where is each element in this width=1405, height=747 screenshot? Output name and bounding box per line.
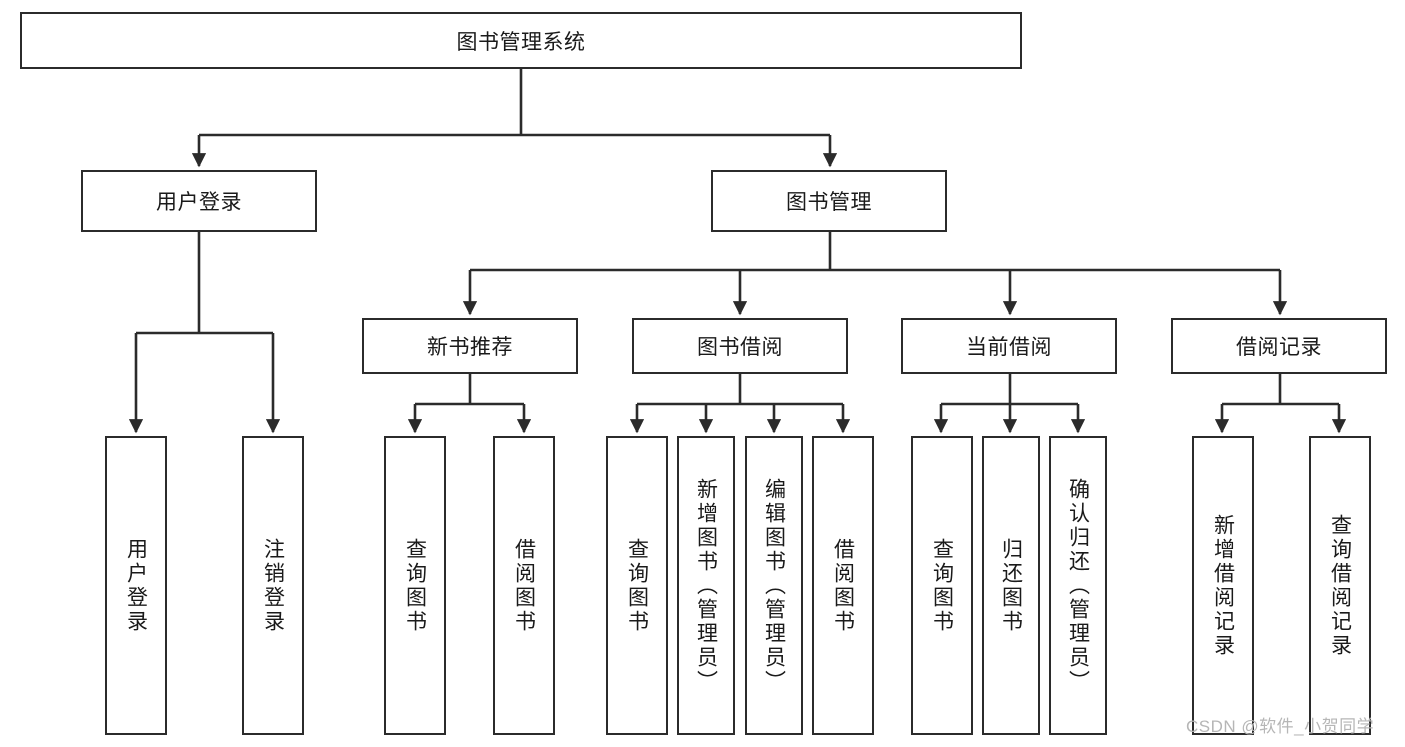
node-book-management-label: 图书管理 xyxy=(786,191,872,214)
node-new-book-recommend-label: 新书推荐 xyxy=(427,336,513,359)
node-leaf-query-book-2[interactable]: 查询图书 xyxy=(606,436,668,735)
node-leaf-query-book-3-label: 查询图书 xyxy=(930,537,954,634)
node-leaf-borrow-book-1-label: 借阅图书 xyxy=(512,537,536,634)
node-leaf-query-book-1[interactable]: 查询图书 xyxy=(384,436,446,735)
node-leaf-user-login[interactable]: 用户登录 xyxy=(105,436,167,735)
node-borrow-record[interactable]: 借阅记录 xyxy=(1171,318,1387,374)
node-leaf-edit-book-admin-label: 编辑图书（管理员） xyxy=(762,477,786,694)
node-leaf-add-borrow-record-label: 新增借阅记录 xyxy=(1211,513,1235,658)
node-leaf-return-book[interactable]: 归还图书 xyxy=(982,436,1040,735)
node-leaf-add-borrow-record[interactable]: 新增借阅记录 xyxy=(1192,436,1254,735)
node-leaf-edit-book-admin[interactable]: 编辑图书（管理员） xyxy=(745,436,803,735)
node-book-borrow[interactable]: 图书借阅 xyxy=(632,318,848,374)
node-current-borrow[interactable]: 当前借阅 xyxy=(901,318,1117,374)
csdn-watermark: CSDN @软件_小贺同学 xyxy=(1186,717,1375,736)
node-leaf-return-book-label: 归还图书 xyxy=(999,537,1023,634)
node-book-management[interactable]: 图书管理 xyxy=(711,170,947,232)
node-leaf-logout-login[interactable]: 注销登录 xyxy=(242,436,304,735)
node-leaf-query-borrow-record[interactable]: 查询借阅记录 xyxy=(1309,436,1371,735)
node-leaf-logout-login-label: 注销登录 xyxy=(261,537,285,634)
node-current-borrow-label: 当前借阅 xyxy=(966,336,1052,359)
node-leaf-borrow-book-2[interactable]: 借阅图书 xyxy=(812,436,874,735)
node-root-label: 图书管理系统 xyxy=(456,30,586,54)
node-leaf-query-book-2-label: 查询图书 xyxy=(625,537,649,634)
node-leaf-borrow-book-2-label: 借阅图书 xyxy=(831,537,855,634)
node-leaf-user-login-label: 用户登录 xyxy=(124,537,148,634)
node-leaf-query-borrow-record-label: 查询借阅记录 xyxy=(1328,513,1352,658)
node-leaf-add-book-admin-label: 新增图书（管理员） xyxy=(694,477,718,694)
node-user-login-label: 用户登录 xyxy=(156,191,242,214)
node-leaf-confirm-return-admin-label: 确认归还（管理员） xyxy=(1066,477,1090,694)
node-book-borrow-label: 图书借阅 xyxy=(697,336,783,359)
node-user-login[interactable]: 用户登录 xyxy=(81,170,317,232)
node-root[interactable]: 图书管理系统 xyxy=(20,12,1022,69)
node-leaf-borrow-book-1[interactable]: 借阅图书 xyxy=(493,436,555,735)
node-borrow-record-label: 借阅记录 xyxy=(1236,336,1322,359)
node-leaf-query-book-1-label: 查询图书 xyxy=(403,537,427,634)
node-new-book-recommend[interactable]: 新书推荐 xyxy=(362,318,578,374)
node-leaf-query-book-3[interactable]: 查询图书 xyxy=(911,436,973,735)
node-leaf-add-book-admin[interactable]: 新增图书（管理员） xyxy=(677,436,735,735)
node-leaf-confirm-return-admin[interactable]: 确认归还（管理员） xyxy=(1049,436,1107,735)
